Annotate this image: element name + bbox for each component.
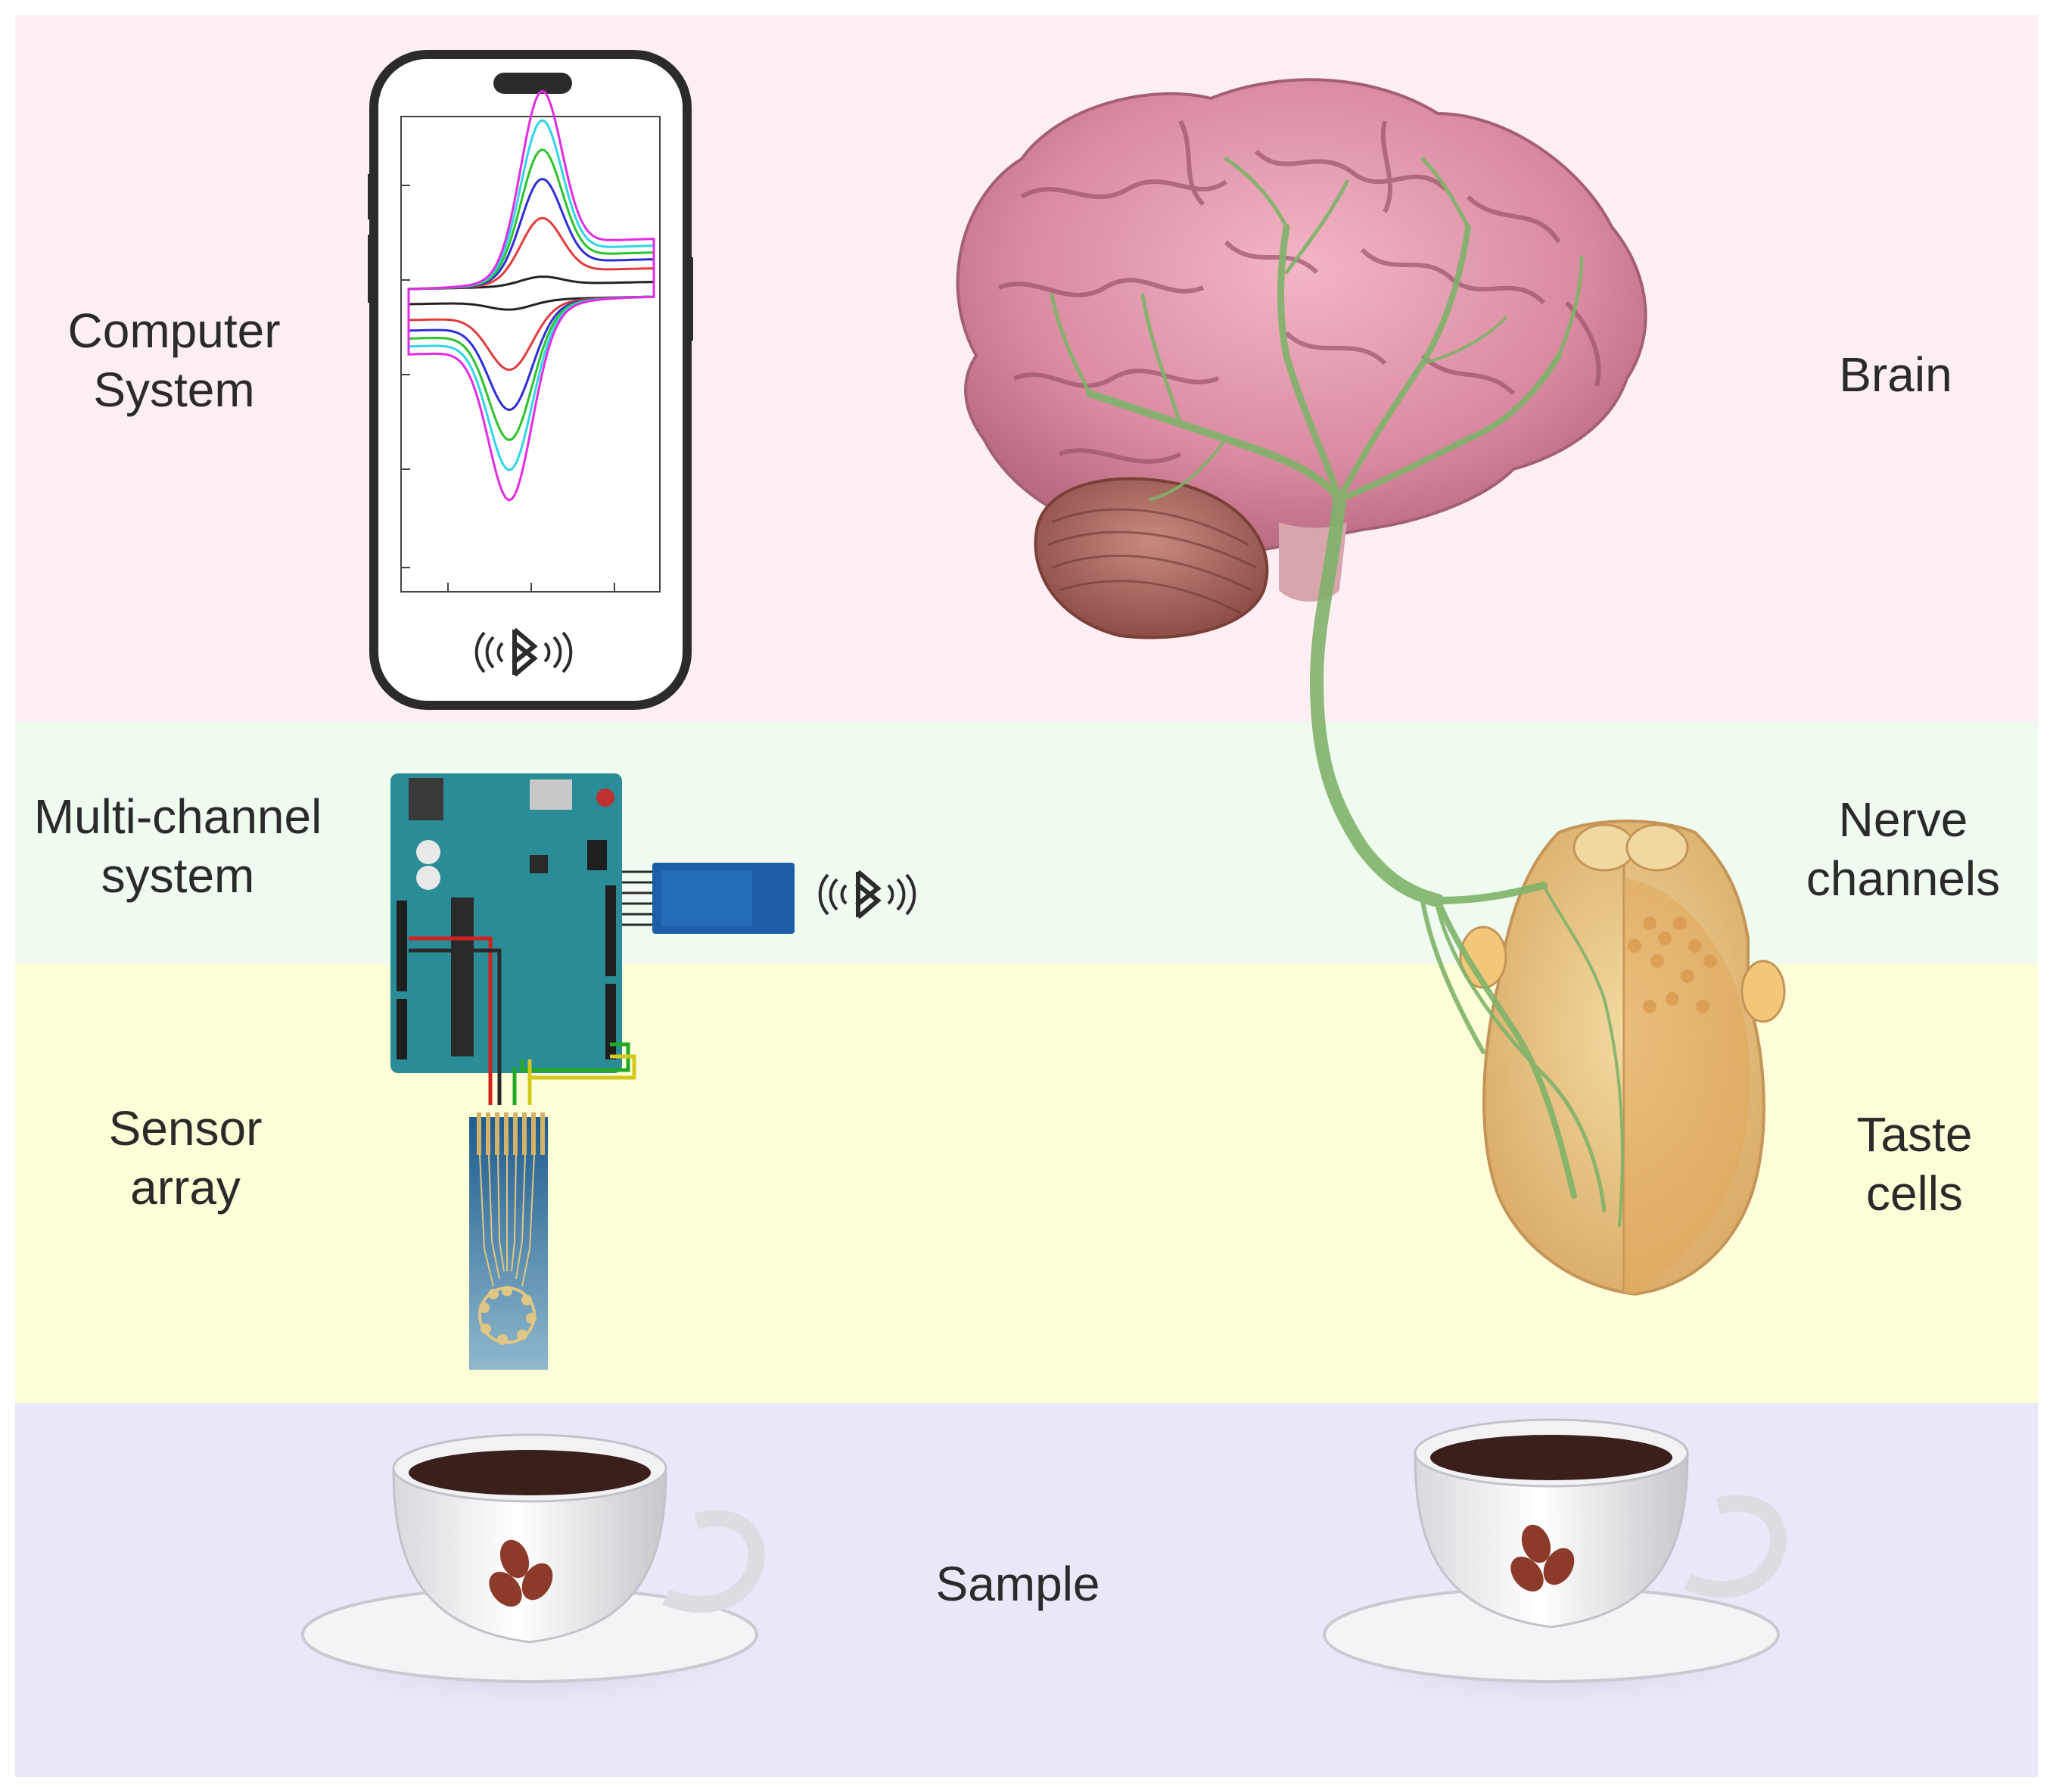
bluetooth-module-icon [622,863,795,934]
bluetooth-icon [474,627,573,677]
brain-icon [956,78,1647,639]
sensor-strip-icon [469,1112,548,1370]
bluetooth-icon [818,870,916,919]
label-line: system [101,848,255,903]
label-line: Nerve [1838,792,1968,847]
microcontroller-board-icon [390,773,636,1105]
cyclic-voltammogram-curves [407,89,655,502]
label-line: array [130,1160,241,1215]
label-line: System [93,362,255,417]
cv-curve [407,89,655,502]
label-line: Sensor [108,1101,263,1156]
tongue-icon [1459,820,1786,1296]
label-computer-system: Computer System [45,301,303,419]
coffee-cup-icon [280,1433,779,1718]
nerve-icon [1050,157,1624,1227]
label-multi-channel-system: Multi-channel system [15,787,341,905]
label-line: cells [1865,1166,1964,1221]
label-line: Multi-channel [33,789,322,844]
smartphone-icon [368,50,693,710]
label-line: Sample [935,1557,1100,1611]
label-sensor-array: Sensor array [68,1099,303,1217]
label-sample: Sample [893,1554,1143,1613]
label-nerve-channels: Nerve channels [1778,790,2028,908]
label-line: Brain [1839,347,1952,402]
coffee-cup-icon [1302,1418,1801,1718]
label-brain: Brain [1801,345,1990,404]
label-line: channels [1806,851,2001,906]
label-line: Taste [1856,1107,1973,1162]
label-line: Computer [67,303,281,358]
label-taste-cells: Taste cells [1809,1105,2020,1223]
